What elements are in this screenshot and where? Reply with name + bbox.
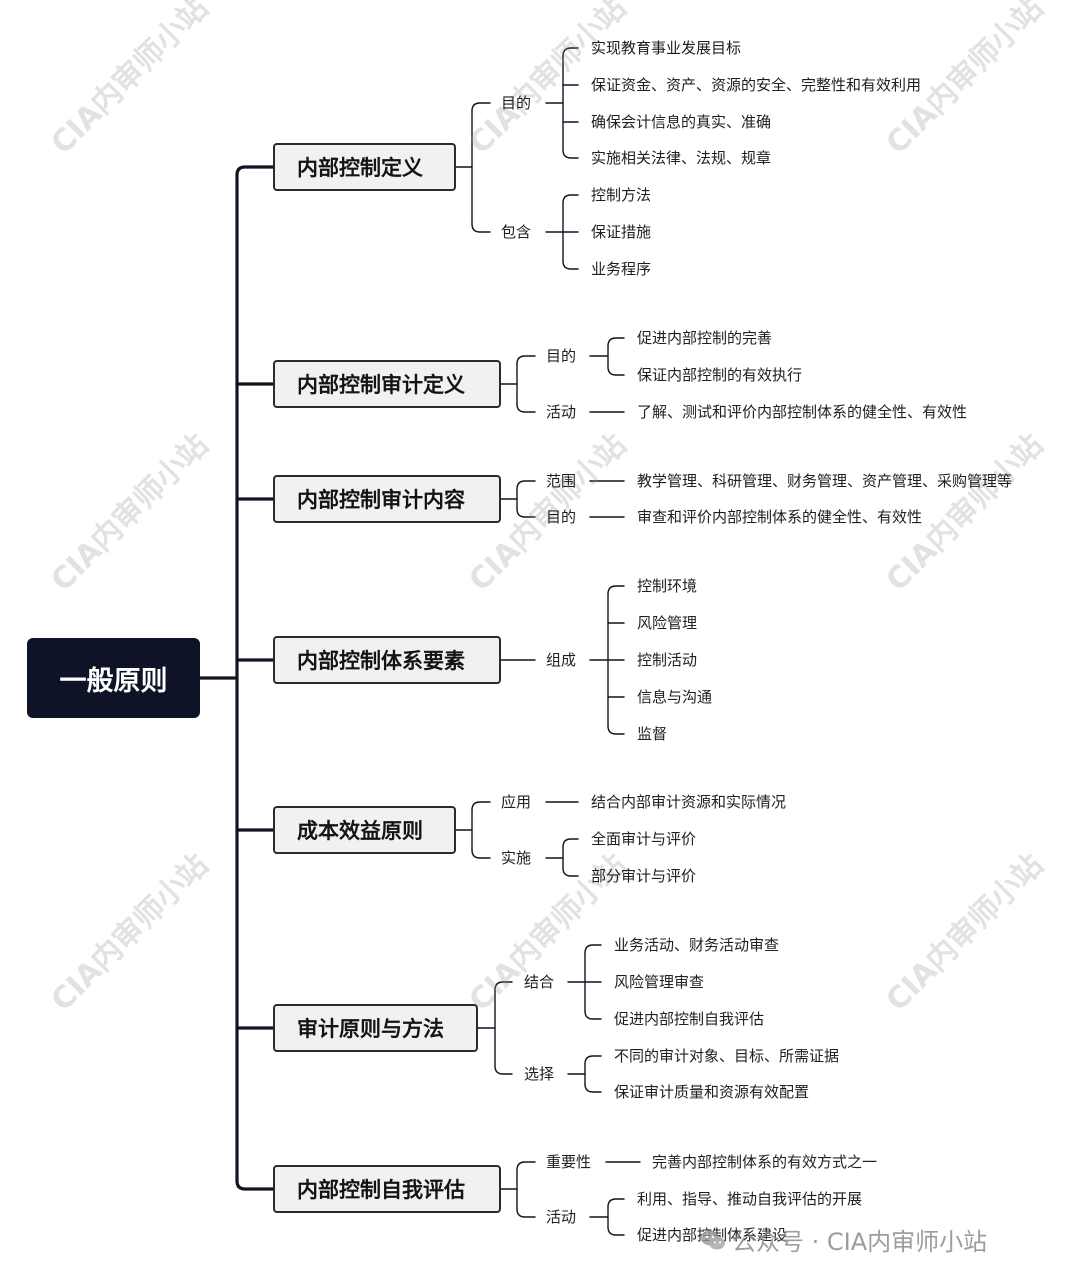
connector xyxy=(471,102,491,112)
connector xyxy=(607,1198,625,1208)
connector xyxy=(516,480,536,490)
connector xyxy=(607,366,625,376)
connector xyxy=(516,403,536,413)
leaf-node[interactable]: 审查和评价内部控制体系的健全性、有效性 xyxy=(637,508,923,526)
leaf-node[interactable]: 不同的审计对象、目标、所需证据 xyxy=(614,1047,840,1065)
sub-node[interactable]: 范围 xyxy=(546,472,577,490)
sub-node[interactable]: 活动 xyxy=(546,1208,577,1226)
leaf-node[interactable]: 促进内部控制的完善 xyxy=(637,329,773,347)
connector xyxy=(471,849,491,859)
connector xyxy=(562,149,579,159)
leaf-node[interactable]: 业务程序 xyxy=(591,260,652,278)
connector xyxy=(516,1208,536,1218)
leaf-node[interactable]: 完善内部控制体系的有效方式之一 xyxy=(652,1153,878,1171)
leaf-node[interactable]: 控制活动 xyxy=(637,651,698,669)
connector xyxy=(607,337,625,347)
leaf-node[interactable]: 结合内部审计资源和实际情况 xyxy=(591,793,787,811)
branch-node[interactable]: 内部控制自我评估 xyxy=(273,1165,501,1213)
connector xyxy=(562,838,579,848)
leaf-node[interactable]: 信息与沟通 xyxy=(637,688,713,706)
leaf-node[interactable]: 了解、测试和评价内部控制体系的健全性、有效性 xyxy=(637,403,968,421)
connector xyxy=(584,1055,602,1065)
leaf-node[interactable]: 风险管理 xyxy=(637,614,698,632)
connector xyxy=(607,725,625,735)
branch-node[interactable]: 成本效益原则 xyxy=(273,806,456,854)
connector xyxy=(562,260,579,270)
leaf-node[interactable]: 确保会计信息的真实、准确 xyxy=(591,113,772,131)
connector xyxy=(584,944,602,954)
connector xyxy=(516,508,536,518)
connector xyxy=(562,194,579,204)
sub-node[interactable]: 实施 xyxy=(501,849,532,867)
connector xyxy=(584,1010,602,1020)
connector xyxy=(471,223,491,233)
connector xyxy=(494,981,513,991)
leaf-node[interactable]: 实施相关法律、法规、规章 xyxy=(591,149,772,167)
leaf-node[interactable]: 保证资金、资产、资源的安全、完整性和有效利用 xyxy=(591,76,922,94)
root-node[interactable]: 一般原则 xyxy=(27,638,200,718)
sub-node[interactable]: 活动 xyxy=(546,403,577,421)
connector xyxy=(607,1226,625,1236)
sub-node[interactable]: 应用 xyxy=(501,793,532,811)
branch-node[interactable]: 内部控制体系要素 xyxy=(273,636,501,684)
connector xyxy=(235,165,275,177)
leaf-node[interactable]: 控制环境 xyxy=(637,577,698,595)
connector xyxy=(516,1161,536,1171)
leaf-node[interactable]: 业务活动、财务活动审查 xyxy=(614,936,780,954)
branch-node[interactable]: 审计原则与方法 xyxy=(273,1004,478,1052)
footer-credit: 公众号 · CIA内审师小站 xyxy=(700,1222,987,1257)
sub-node[interactable]: 结合 xyxy=(524,973,555,991)
leaf-node[interactable]: 保证措施 xyxy=(591,223,652,241)
connector xyxy=(471,801,491,811)
sub-node[interactable]: 目的 xyxy=(546,347,577,365)
connector xyxy=(494,1065,513,1075)
leaf-node[interactable]: 全面审计与评价 xyxy=(591,830,697,848)
connector xyxy=(584,1083,602,1093)
leaf-node[interactable]: 控制方法 xyxy=(591,186,652,204)
sub-node[interactable]: 目的 xyxy=(501,94,532,112)
sub-node[interactable]: 重要性 xyxy=(546,1153,592,1171)
sub-node[interactable]: 包含 xyxy=(501,223,532,241)
connector xyxy=(235,1179,275,1191)
branch-node[interactable]: 内部控制审计内容 xyxy=(273,475,501,523)
connector xyxy=(607,585,625,595)
leaf-node[interactable]: 保证审计质量和资源有效配置 xyxy=(614,1083,810,1101)
wechat-icon xyxy=(701,1230,725,1249)
branch-node[interactable]: 内部控制定义 xyxy=(273,143,456,191)
sub-node[interactable]: 目的 xyxy=(546,508,577,526)
sub-node[interactable]: 组成 xyxy=(546,651,577,669)
branch-node[interactable]: 内部控制审计定义 xyxy=(273,360,501,408)
leaf-node[interactable]: 风险管理审查 xyxy=(614,973,705,991)
leaf-node[interactable]: 保证内部控制的有效执行 xyxy=(637,366,803,384)
leaf-node[interactable]: 教学管理、科研管理、财务管理、资产管理、采购管理等 xyxy=(637,472,1013,490)
connector xyxy=(516,355,536,365)
leaf-node[interactable]: 部分审计与评价 xyxy=(591,867,697,885)
leaf-node[interactable]: 利用、指导、推动自我评估的开展 xyxy=(637,1190,863,1208)
connector xyxy=(562,867,579,877)
leaf-node[interactable]: 实现教育事业发展目标 xyxy=(591,39,742,57)
footer-label: 公众号 · CIA内审师小站 xyxy=(732,1228,988,1256)
leaf-node[interactable]: 监督 xyxy=(637,725,668,743)
sub-node[interactable]: 选择 xyxy=(524,1065,555,1083)
leaf-node[interactable]: 促进内部控制自我评估 xyxy=(614,1010,765,1028)
connector xyxy=(562,47,579,57)
